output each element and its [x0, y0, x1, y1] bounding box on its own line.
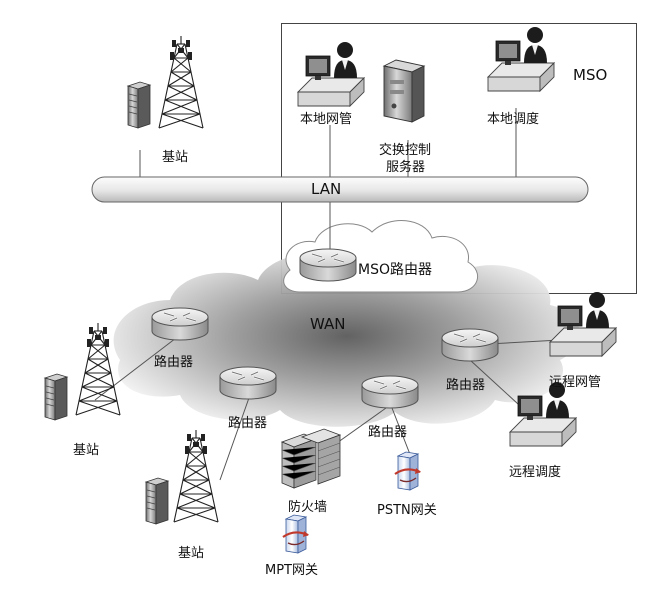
base-station-bottom-tower-icon — [173, 429, 219, 523]
firewall-label: 防火墙 — [288, 500, 328, 515]
base-station-bottom-server-icon — [145, 477, 169, 525]
mso-router-icon — [298, 247, 358, 283]
router-a-icon — [150, 306, 210, 342]
switch-server-label-line1: 交换控制 — [379, 143, 432, 158]
base-station-left-label: 基站 — [73, 443, 100, 458]
mso-site-label: MSO — [573, 66, 608, 84]
local-nms-label: 本地网管 — [300, 112, 353, 127]
pstn-gateway-icon — [393, 450, 423, 492]
local-nms-workstation-icon — [297, 41, 365, 107]
switch-control-server-icon — [382, 59, 426, 123]
router-d-icon — [440, 327, 500, 363]
router-d-label: 路由器 — [446, 378, 486, 393]
router-b-icon — [218, 365, 278, 401]
lan-bus — [91, 176, 589, 203]
base-station-top-server-icon — [127, 81, 151, 129]
base-station-top-label: 基站 — [162, 150, 189, 165]
router-a-label: 路由器 — [154, 355, 194, 370]
wan-label: WAN — [310, 315, 346, 333]
firewall-icon — [281, 428, 341, 489]
remote-nms-label: 远程网管 — [549, 375, 602, 390]
local-dispatch-workstation-icon — [487, 26, 555, 92]
router-b-label: 路由器 — [228, 416, 268, 431]
remote-dispatch-label: 远程调度 — [509, 465, 562, 480]
router-c-icon — [360, 374, 420, 410]
router-c-label: 路由器 — [368, 425, 408, 440]
base-station-left-server-icon — [44, 373, 68, 421]
base-station-bottom-label: 基站 — [178, 546, 205, 561]
pstn-gateway-label: PSTN网关 — [377, 503, 437, 518]
mpt-gateway-icon — [281, 513, 311, 555]
switch-server-label-line2: 服务器 — [386, 160, 426, 175]
base-station-top-tower-icon — [158, 35, 204, 129]
mpt-gateway-label: MPT网关 — [265, 563, 318, 578]
local-dispatch-label: 本地调度 — [487, 112, 540, 127]
base-station-left-tower-icon — [75, 322, 121, 416]
remote-nms-workstation-icon — [549, 291, 617, 357]
lan-label: LAN — [311, 180, 342, 198]
mso-router-label: MSO路由器 — [358, 262, 432, 278]
